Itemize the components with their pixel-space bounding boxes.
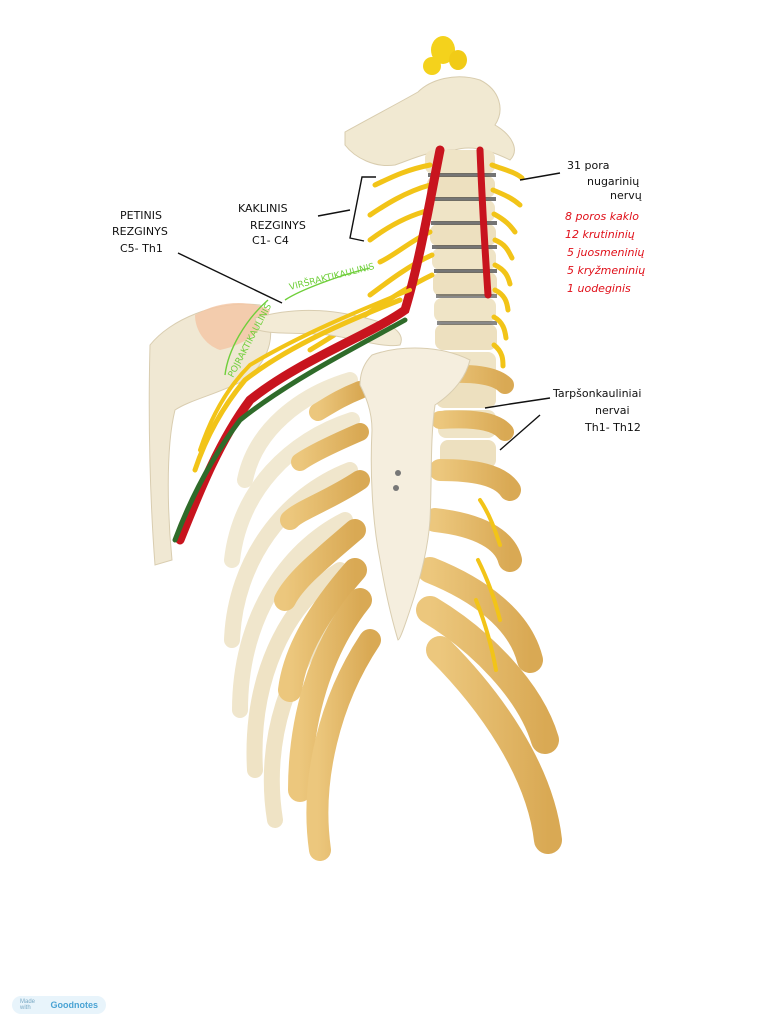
green-leader-lines xyxy=(224,267,371,376)
sternum-screw-1 xyxy=(395,470,401,476)
goodnotes-watermark: Made with Goodnotes xyxy=(12,996,106,1014)
intercostal-label-line1: Tarpšonkauliniai xyxy=(552,387,641,400)
watermark-brand: Goodnotes xyxy=(50,1000,99,1010)
breakdown-item: 1 uodeginis xyxy=(567,282,631,295)
brachial-plexus-label-line1: PETINIS xyxy=(120,209,162,222)
breakdown-item: 5 kryžmeninių xyxy=(567,264,645,277)
breakdown-item: 5 juosmeninių xyxy=(567,246,645,259)
cervical-plexus-label-line3: C1- C4 xyxy=(252,234,289,247)
cervical-plexus-label-line2: REZGINYS xyxy=(250,219,306,232)
brachial-plexus-label-line2: REZGINYS xyxy=(112,225,168,238)
spinal-nerves-label-line1: 31 pora xyxy=(567,159,609,172)
sternum xyxy=(359,347,471,641)
brachial-plexus-label-line3: C5- Th1 xyxy=(120,242,163,255)
neurovascular-bundle xyxy=(172,145,492,545)
spinal-cord-top xyxy=(423,36,467,75)
sternum-screw-2 xyxy=(393,485,399,491)
watermark-made-with: Made with xyxy=(20,999,36,1011)
spinal-nerves-right xyxy=(489,162,525,369)
costal-cartilage-left xyxy=(274,381,381,861)
leader-lines xyxy=(177,172,561,451)
intercostal-nerves xyxy=(474,498,502,672)
shoulder-humerus xyxy=(148,303,272,566)
spinal-nerve-breakdown: 8 poros kaklo 12 krutininių 5 juosmenini… xyxy=(565,210,645,295)
breakdown-item: 8 poros kaklo xyxy=(565,210,639,223)
breakdown-item: 12 krutininių xyxy=(565,228,635,241)
cervical-plexus-label-line1: KAKLINIS xyxy=(238,202,288,215)
intercostal-label-line3: Th1- Th12 xyxy=(584,421,641,434)
skull-base xyxy=(344,76,515,167)
intercostal-label-line2: nervai xyxy=(595,404,630,417)
spinal-nerves-label-line3: nervų xyxy=(610,189,642,202)
spinal-nerves-label-line2: nugarinių xyxy=(587,175,639,188)
